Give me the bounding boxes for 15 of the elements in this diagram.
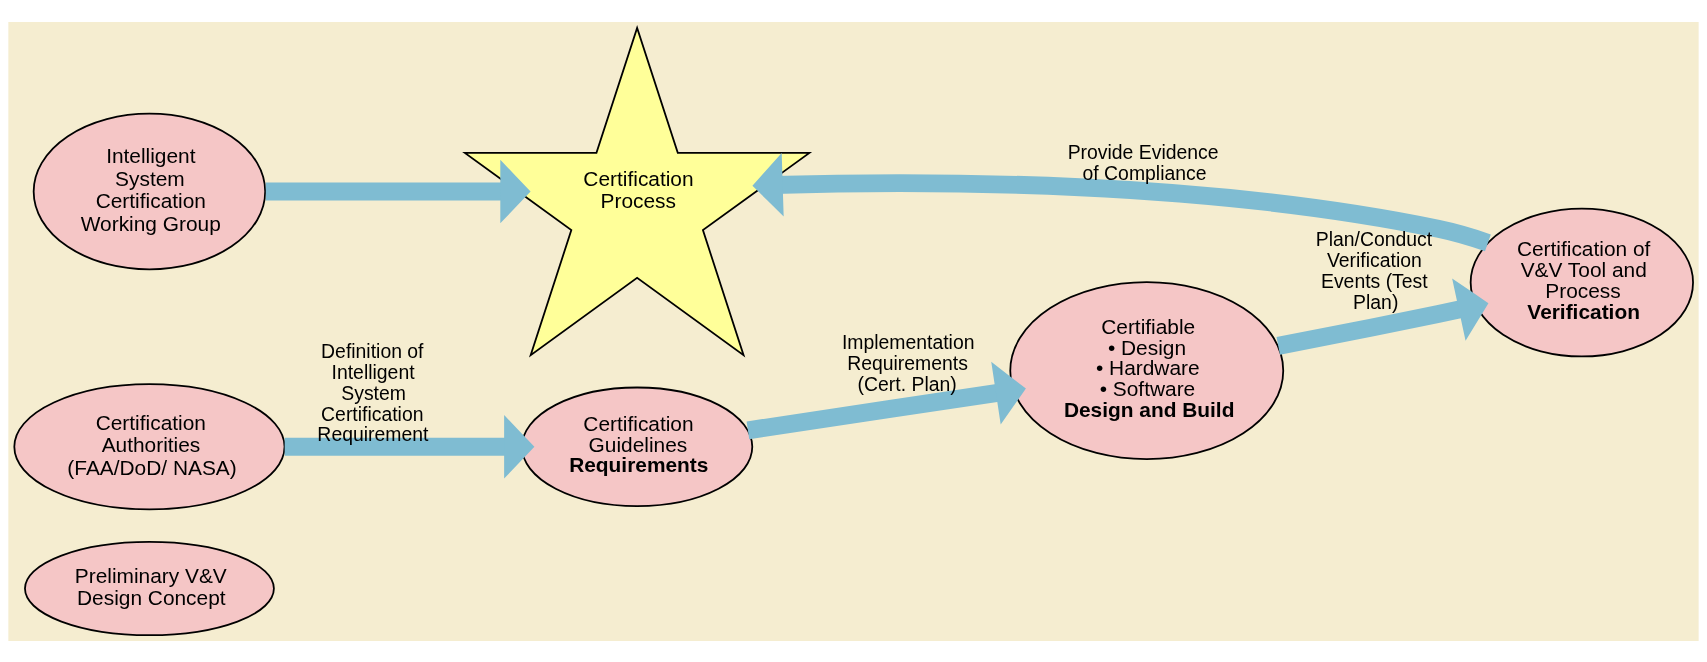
edge-label: Implementation Requirements (Cert. Plan) — [841, 330, 975, 395]
arrow — [284, 414, 535, 479]
node-ellipse: Certification of V&V Tool and Process Verification — [1469, 207, 1694, 357]
node-ellipse: Certification Guidelines Requirements — [521, 386, 754, 507]
arrow — [1276, 277, 1489, 355]
edge-label: Definition of Intelligent System Certification Requirement — [317, 339, 429, 445]
edge-label: Plan/Conduct Verification Events (Test Plan) — [1315, 227, 1433, 313]
arrow — [265, 159, 531, 223]
node-ellipse: Intelligent System Certification Working Group — [32, 112, 267, 270]
node-ellipse: Certifiable • Design • Hardware • Software Design and Build — [1009, 280, 1285, 460]
edge-label: Provide Evidence of Compliance — [1067, 140, 1219, 184]
node-ellipse: Certification Authorities (FAA/DoD/ NASA) — [13, 382, 286, 510]
arrow — [746, 361, 1026, 439]
arrow — [752, 152, 1491, 251]
node-ellipse: Preliminary V&V Design Concept — [24, 540, 275, 636]
